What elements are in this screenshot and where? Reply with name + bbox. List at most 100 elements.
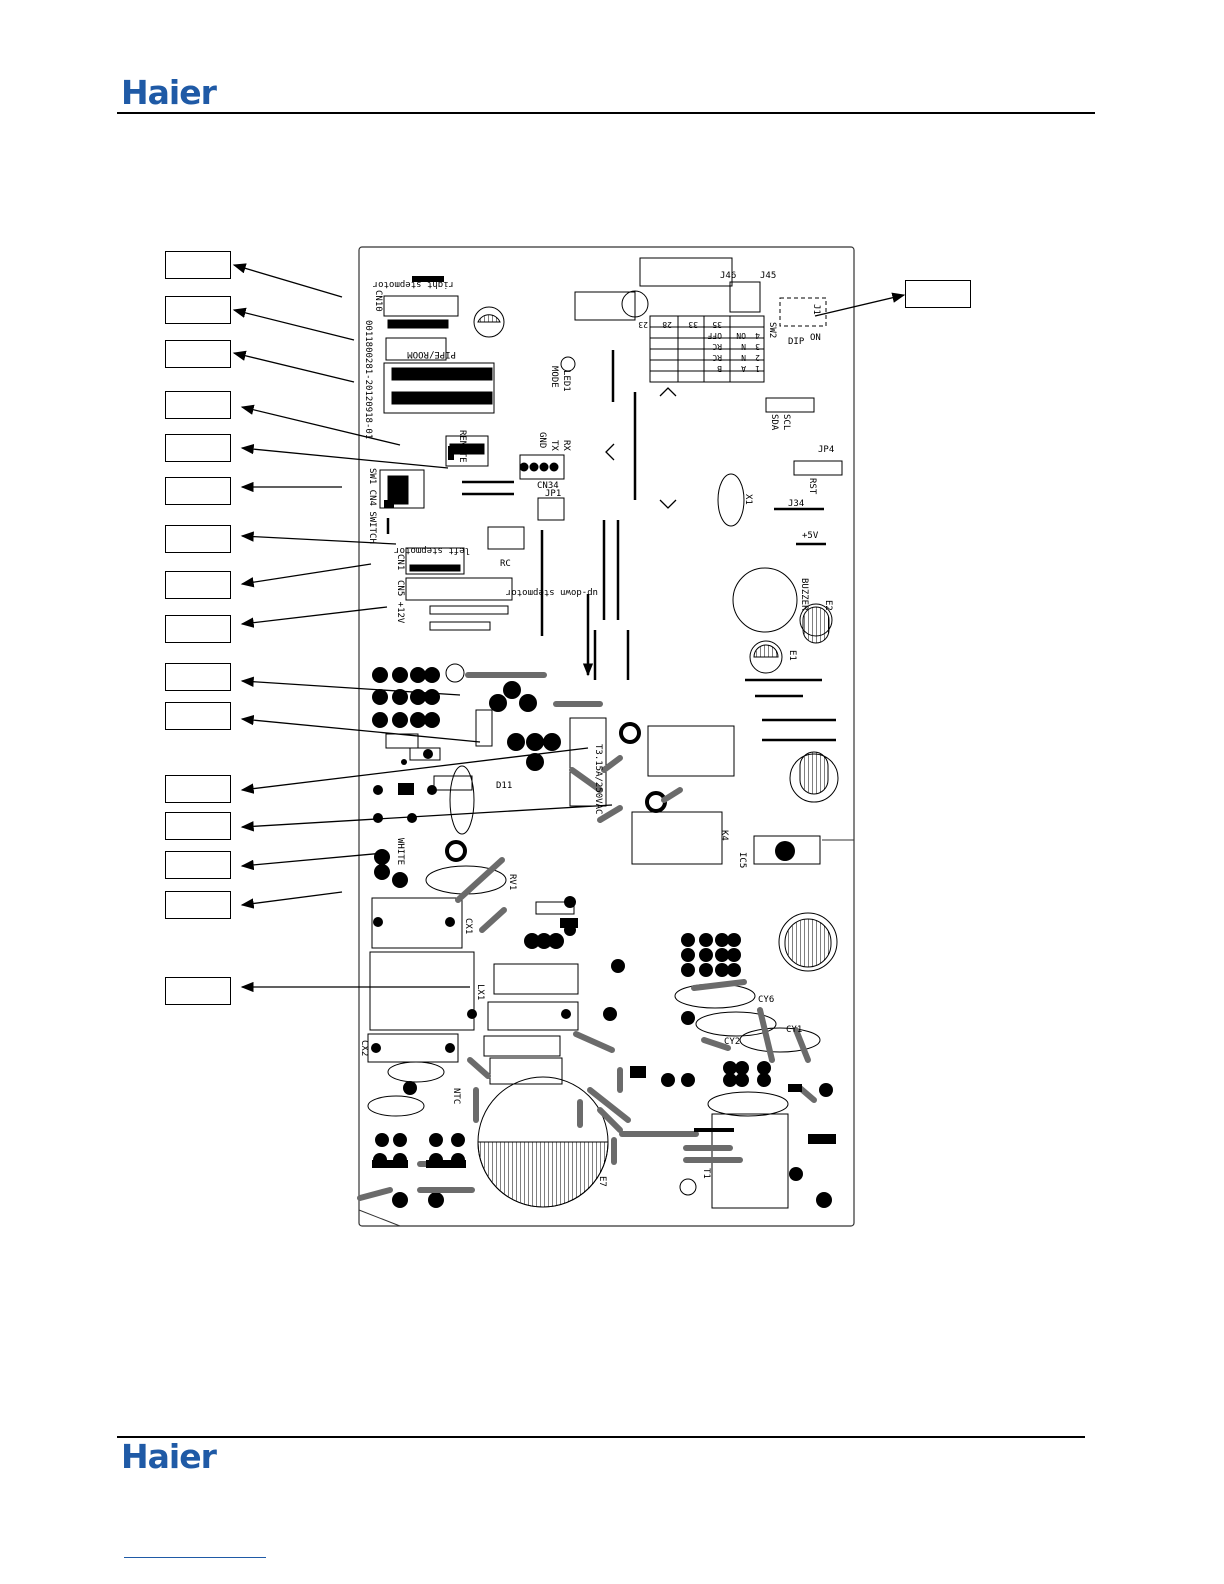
footer-logo: Haier xyxy=(121,1437,217,1476)
callout-arrow-14 xyxy=(240,852,385,871)
label-board-code: 0011800281-20120918-01 xyxy=(363,320,373,439)
callout-arrow-3 xyxy=(232,350,355,383)
label-k4: K4 xyxy=(719,830,729,841)
label-buzzer: BUZZER xyxy=(799,578,809,611)
footer-rule xyxy=(117,1436,1085,1438)
sw-row4-c: OFF xyxy=(707,331,722,340)
callout-box-5 xyxy=(165,434,231,462)
label-jp1: JP1 xyxy=(545,489,561,499)
callout-box-13 xyxy=(165,812,231,840)
label-on: ON xyxy=(810,333,821,343)
label-plus5v: +5V xyxy=(802,531,819,541)
label-remote: REMOTE xyxy=(457,430,467,463)
sw-row2-c: RC xyxy=(712,353,722,362)
top-left-connectors xyxy=(379,295,565,631)
label-j46: J46 xyxy=(720,271,736,281)
callout-arrow-right xyxy=(814,292,906,317)
label-jp4: JP4 xyxy=(818,445,834,455)
footer-link-underline xyxy=(124,1557,266,1558)
label-pipe-room: PIPE/ROOM xyxy=(407,349,456,359)
label-cx2: CX2 xyxy=(359,1040,369,1056)
label-mode: MODE xyxy=(549,366,559,388)
label-switch: SW1 CN4 SWITCH xyxy=(367,468,377,544)
label-updown-stepmotor: up-down stepmotor xyxy=(505,587,598,597)
callout-box-15 xyxy=(165,891,231,919)
sw-col-35: 35 xyxy=(712,320,722,329)
callout-box-4 xyxy=(165,391,231,419)
header-logo: Haier xyxy=(121,73,217,112)
label-x1: X1 xyxy=(743,494,753,505)
label-dip: DIP xyxy=(788,337,805,347)
callout-arrow-5 xyxy=(240,443,449,469)
label-rc: RC xyxy=(500,559,511,569)
label-cy1: CY1 xyxy=(786,1025,802,1035)
sw-row4-b: ON xyxy=(736,331,746,340)
label-e2: E2 xyxy=(823,600,833,611)
label-cn34: CN34 xyxy=(537,481,559,491)
callout-arrow-8 xyxy=(240,563,372,588)
label-cx1: CX1 xyxy=(463,918,473,934)
label-white: WHITE xyxy=(395,838,405,865)
label-e7: E7 xyxy=(597,1176,607,1187)
sw-col-33: 33 xyxy=(688,320,698,329)
label-fuse: T3.15A/250VAC xyxy=(593,744,603,814)
label-cn1: CN1 xyxy=(395,554,405,570)
label-gnd: GND xyxy=(537,432,547,448)
callout-box-2 xyxy=(165,296,231,324)
label-lx1: LX1 xyxy=(475,984,485,1000)
sw-row1-b: A xyxy=(741,364,746,373)
label-rv1: RV1 xyxy=(507,874,517,890)
callout-box-10 xyxy=(165,663,231,691)
callout-box-right xyxy=(905,280,971,308)
callout-box-1 xyxy=(165,251,231,279)
label-sw2: SW2 xyxy=(767,322,777,338)
callout-arrow-7 xyxy=(240,531,397,545)
sw-row3-c: RC xyxy=(712,342,722,351)
label-cn10: CN10 xyxy=(373,290,383,312)
label-j45: J45 xyxy=(760,271,776,281)
label-d11: D11 xyxy=(496,781,512,791)
switch-table: 1 A B 2 N RC 3 N RC 4 ON OFF 35 33 28 23 xyxy=(638,320,760,373)
sw-col-28: 28 xyxy=(662,320,672,329)
callout-arrow-1 xyxy=(232,263,343,298)
sw-row1-c: B xyxy=(717,364,722,373)
callout-box-12 xyxy=(165,775,231,803)
label-ic5: IC5 xyxy=(737,852,747,868)
callout-box-7 xyxy=(165,525,231,553)
sw-row2-b: N xyxy=(741,353,746,362)
callout-box-6 xyxy=(165,477,231,505)
label-j1: J1 xyxy=(811,304,821,315)
label-right-stepmotor: right stepmotor xyxy=(372,279,454,289)
label-led1: LED1 xyxy=(561,370,571,392)
label-t1: T1 xyxy=(701,1168,711,1179)
callout-box-14 xyxy=(165,851,231,879)
label-scl: SCL xyxy=(781,414,791,430)
callout-box-11 xyxy=(165,702,231,730)
label-ntc: NTC xyxy=(451,1088,461,1104)
callout-arrow-13 xyxy=(240,804,613,832)
label-tx: TX xyxy=(549,440,559,451)
sw-row3-a: 3 xyxy=(755,342,760,351)
header-rule xyxy=(117,112,1095,114)
sw-row1-a: 1 xyxy=(755,364,760,373)
label-j34: J34 xyxy=(788,499,804,509)
label-e1: E1 xyxy=(787,650,797,661)
sw-row4-a: 4 xyxy=(755,331,760,340)
sw-col-23: 23 xyxy=(638,320,648,329)
callout-arrow-15 xyxy=(240,891,343,909)
label-cn5: CN5 +12V xyxy=(395,580,405,624)
board-outline xyxy=(358,246,855,1227)
cn34-pins xyxy=(519,462,559,472)
label-cy6: CY6 xyxy=(758,995,774,1005)
callout-box-3 xyxy=(165,340,231,368)
callout-arrow-4 xyxy=(240,404,401,446)
label-left-stepmotor: left stepmotor xyxy=(394,545,470,555)
label-rx: RX xyxy=(561,440,571,451)
sw-row3-b: N xyxy=(741,342,746,351)
sw-row2-a: 2 xyxy=(755,353,760,362)
label-rst: RST xyxy=(807,478,817,495)
label-sda: SDA xyxy=(769,414,779,431)
callout-box-16 xyxy=(165,977,231,1005)
callout-arrow-2 xyxy=(232,307,355,341)
